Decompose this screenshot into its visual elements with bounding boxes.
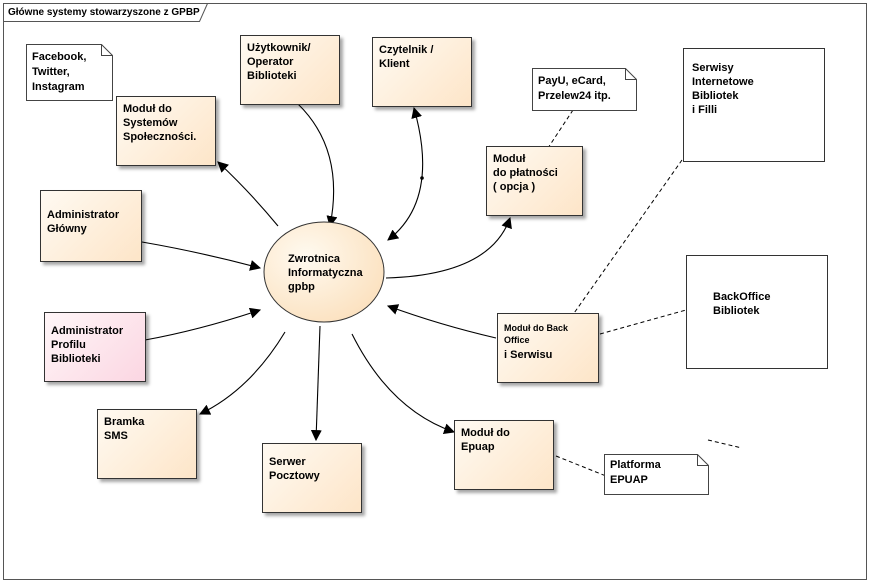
- node-admin-profile-label: Administrator Profilu Biblioteki: [51, 325, 124, 365]
- diagram-frame: [3, 3, 867, 580]
- node-user-operator[interactable]: Użytkownik/ Operator Biblioteki: [240, 35, 340, 105]
- node-mail-server-label: Serwer Pocztowy: [269, 456, 320, 482]
- note-shape: [604, 454, 709, 495]
- node-library-websites-label: Serwisy Internetowe Bibliotek i Filli: [692, 62, 754, 116]
- dash-epuap-right: [707, 439, 743, 449]
- node-reader-client-label: Czytelnik / Klient: [379, 44, 434, 70]
- note-social-text: Facebook, Twitter, Instagram: [32, 51, 87, 93]
- node-sms-gateway-label: Bramka SMS: [104, 416, 145, 442]
- dash-websites-backoffice: [571, 159, 683, 317]
- node-mail-server[interactable]: Serwer Pocztowy: [262, 443, 362, 513]
- note-epuap-text: Platforma EPUAP: [610, 459, 661, 486]
- node-admin-profile[interactable]: Administrator Profilu Biblioteki: [44, 312, 146, 382]
- diagram-title-tab: Główne systemy stowarzyszone z GPBP: [3, 3, 208, 22]
- hub-node[interactable]: Zwrotnica Informatyczna gpbp: [262, 220, 386, 324]
- node-epuap-module[interactable]: Moduł do Epuap: [454, 420, 554, 490]
- node-payment-module-label: Moduł do płatności ( opcja ): [493, 153, 558, 193]
- dash-payment-note: [547, 109, 574, 149]
- edge-hub-mail: [310, 325, 322, 442]
- node-admin-main-label: Administrator Główny: [47, 209, 120, 235]
- node-library-websites[interactable]: Serwisy Internetowe Bibliotek i Filli: [683, 48, 825, 162]
- node-user-operator-label: Użytkownik/ Operator Biblioteki: [247, 42, 311, 82]
- edge-hub-payment: [385, 216, 512, 279]
- node-backoffice-libraries-label: BackOffice Bibliotek: [713, 291, 771, 317]
- edge-user-hub: [297, 103, 338, 228]
- dash-backoffice-link: [599, 309, 687, 335]
- node-sms-gateway[interactable]: Bramka SMS: [97, 409, 197, 479]
- edge-reader-hub: [387, 106, 424, 241]
- node-admin-main[interactable]: Administrator Główny: [40, 190, 142, 262]
- note-payment-text: PayU, eCard, Przelew24 itp.: [538, 75, 611, 102]
- node-reader-client[interactable]: Czytelnik / Klient: [372, 37, 472, 107]
- note-social-networks: Facebook, Twitter, Instagram: [26, 44, 113, 101]
- title-tab-shape: [3, 3, 208, 22]
- edge-junction-dot: [420, 176, 424, 180]
- dash-epuap-note: [555, 455, 607, 477]
- node-payment-module[interactable]: Moduł do płatności ( opcja ): [486, 146, 583, 216]
- hub-ellipse: [263, 221, 385, 323]
- note-payment-providers: PayU, eCard, Przelew24 itp.: [532, 68, 637, 111]
- edge-adminmain-hub: [141, 241, 262, 271]
- edge-hub-social: [217, 161, 279, 227]
- node-backoffice-module[interactable]: Moduł do Back Office i Serwisu: [497, 313, 599, 383]
- node-social-module[interactable]: Moduł do Systemów Społeczności.: [116, 96, 216, 166]
- node-epuap-module-label: Moduł do Epuap: [461, 427, 510, 453]
- note-shape: [532, 68, 637, 111]
- edge-hub-sms: [199, 331, 286, 415]
- diagram-title: Główne systemy stowarzyszone z GPBP: [8, 7, 200, 18]
- note-epuap-platform: Platforma EPUAP: [604, 454, 709, 495]
- node-backoffice-title: Moduł do Back Office: [504, 323, 569, 345]
- edge-backoffice-hub: [386, 304, 497, 339]
- node-backoffice-sub: i Serwisu: [504, 349, 553, 361]
- note-shape: [26, 44, 113, 101]
- node-social-module-label: Moduł do Systemów Społeczności.: [123, 103, 197, 143]
- edge-adminprofile-hub: [144, 307, 262, 341]
- hub-label: Zwrotnica Informatyczna gpbp: [288, 253, 363, 293]
- node-backoffice-libraries[interactable]: BackOffice Bibliotek: [686, 255, 828, 369]
- edge-hub-epuap: [351, 333, 456, 434]
